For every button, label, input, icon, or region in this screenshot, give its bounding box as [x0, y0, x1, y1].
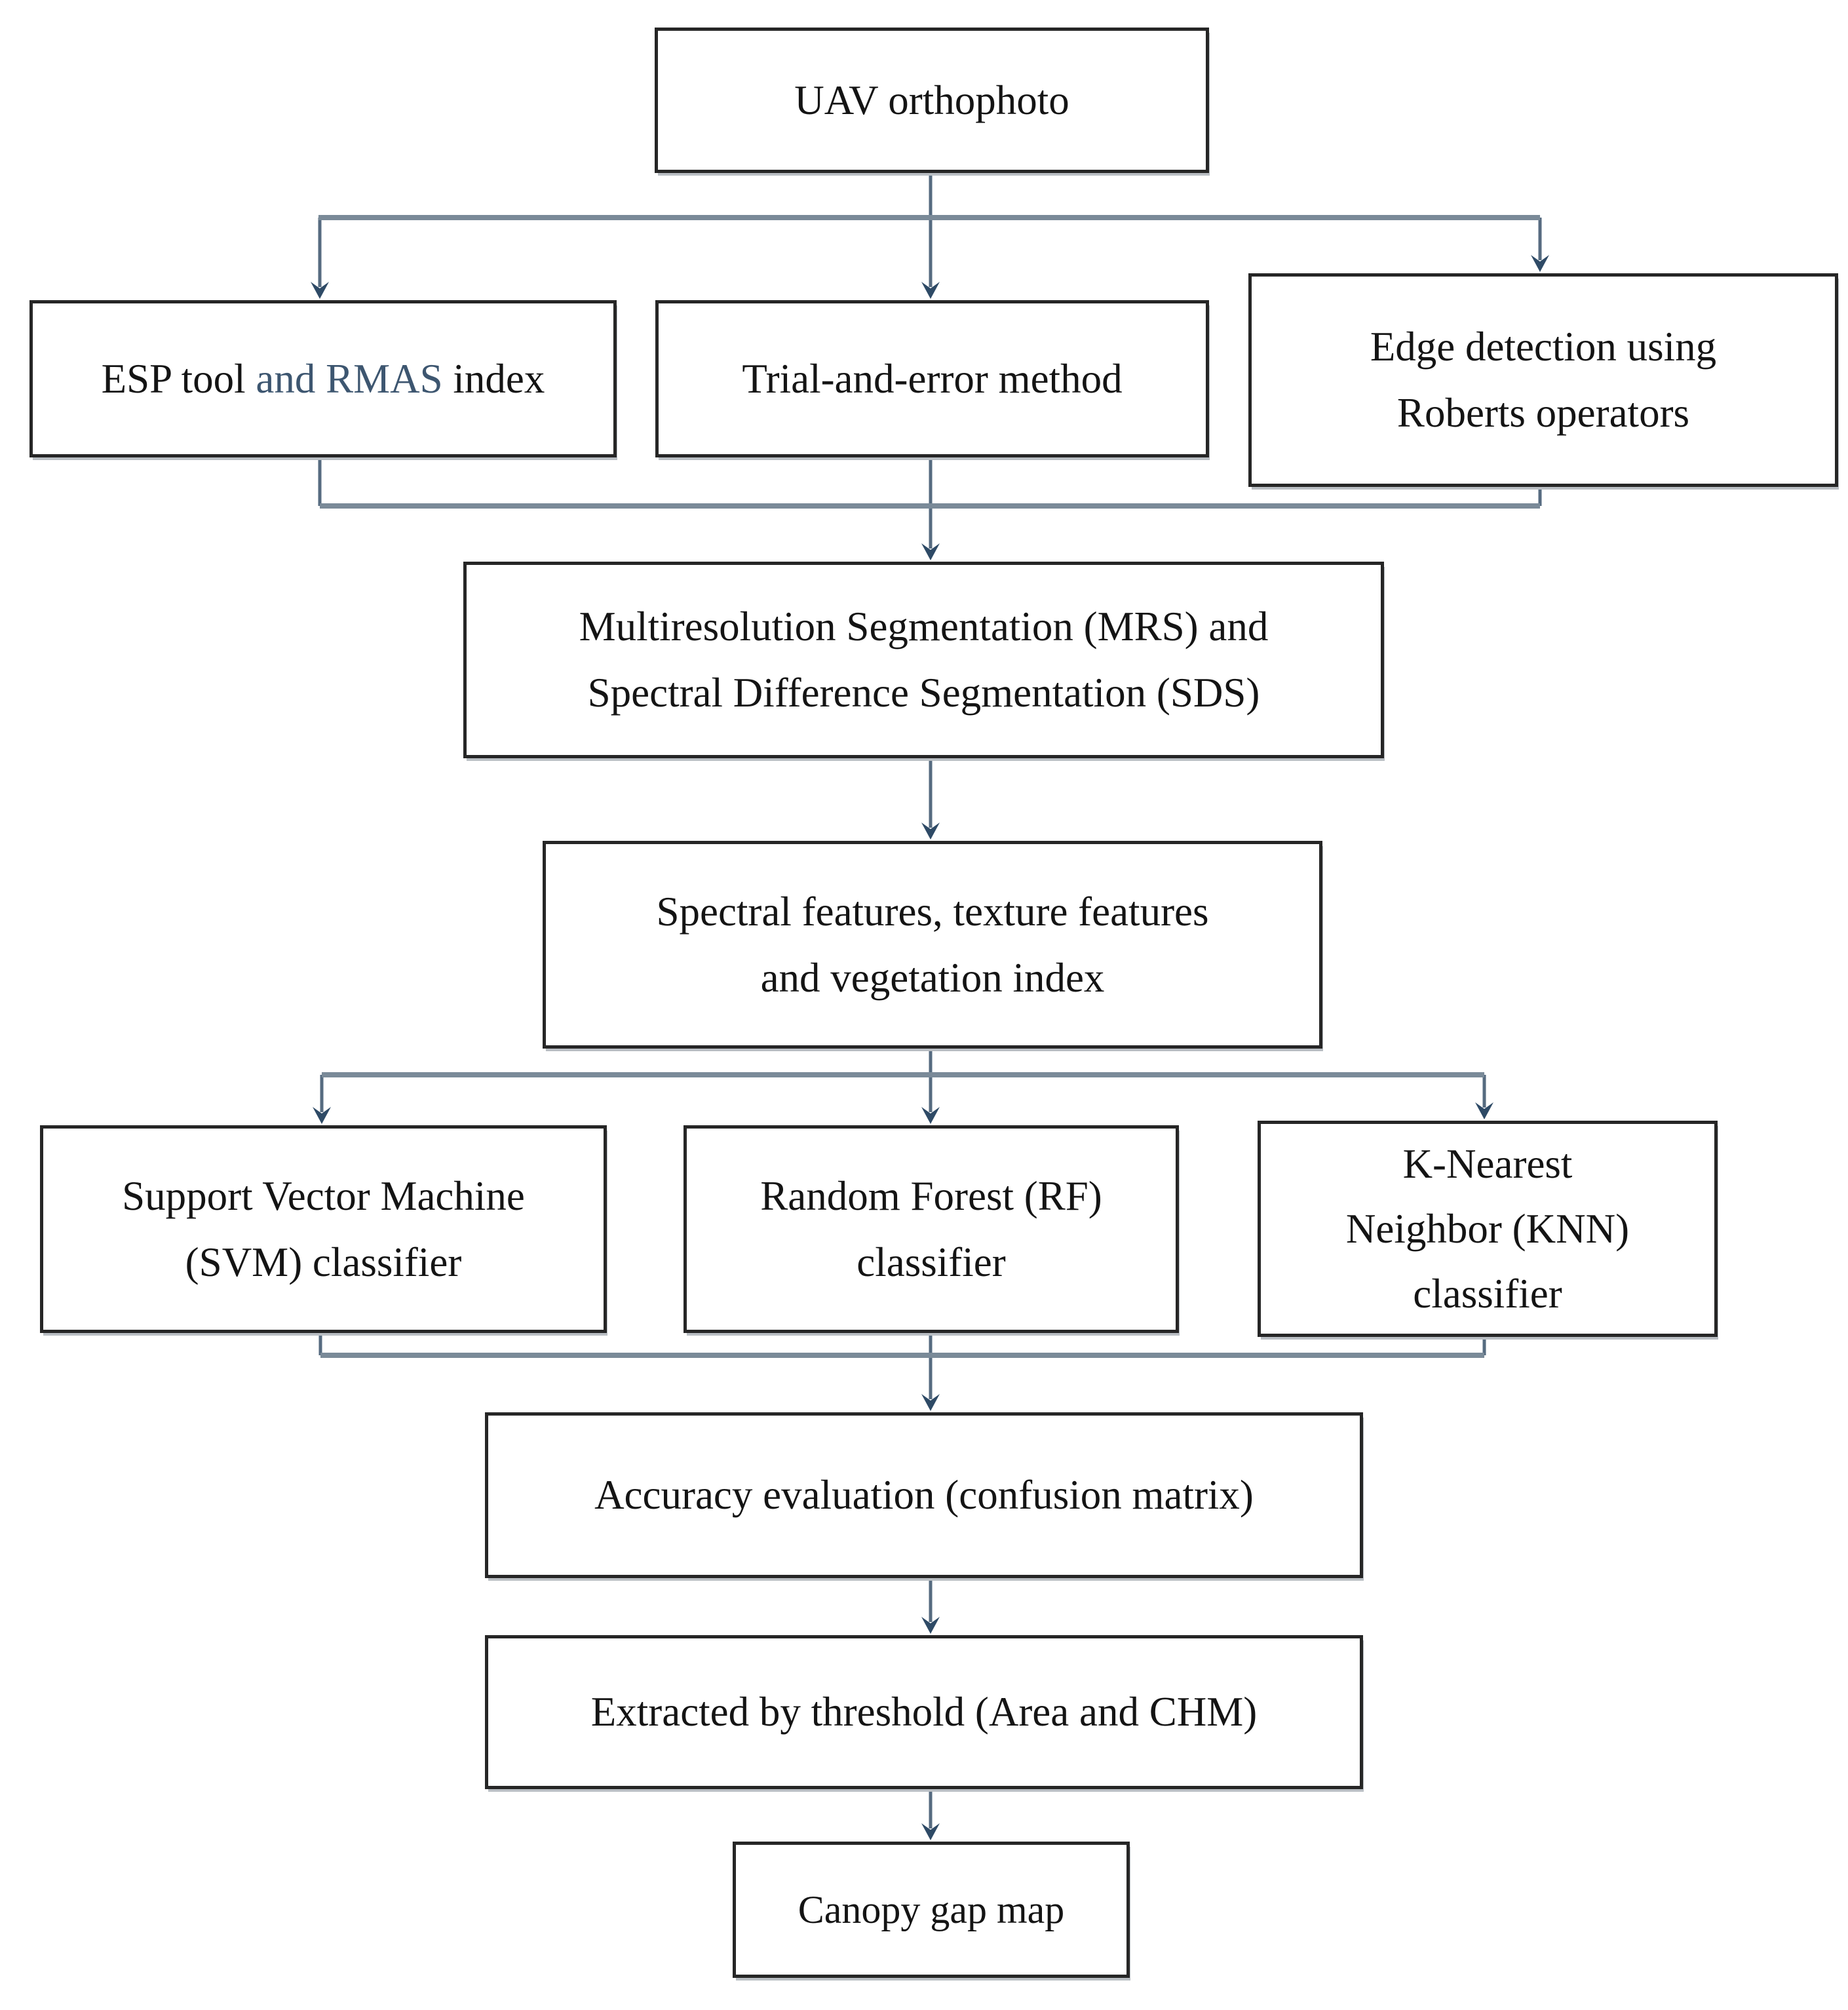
arrow-head	[921, 1394, 940, 1411]
node-label-line: Neighbor (KNN)	[1345, 1205, 1630, 1252]
connector-buses	[318, 215, 1540, 1358]
node-label: UAV orthophoto	[794, 77, 1069, 123]
node-label: ESP tool and RMAS index	[102, 346, 545, 412]
node-label-line: (SVM) classifier	[185, 1239, 462, 1285]
arrow-head	[1475, 1102, 1493, 1119]
node-label: Extracted by threshold (Area and CHM)	[590, 1689, 1258, 1735]
node-canopy-gap-map: Canopy gap map	[733, 1842, 1130, 1978]
arrow-head	[921, 543, 940, 560]
arrow-head	[921, 282, 940, 299]
arrowheads	[311, 255, 1549, 1840]
node-label-line: and vegetation index	[760, 954, 1105, 1001]
node-mrs-sds-segmentation: Multiresolution Segmentation (MRS) and S…	[463, 562, 1384, 758]
node-label-line: classifier	[1413, 1270, 1562, 1317]
arrow-head	[921, 1107, 940, 1124]
node-label-line: K-Nearest	[1402, 1140, 1573, 1187]
node-label-segment: ESP tool	[101, 355, 256, 402]
arrow-head	[921, 1617, 940, 1634]
arrow-head	[311, 282, 329, 299]
node-accuracy-evaluation: Accuracy evaluation (confusion matrix)	[485, 1412, 1363, 1578]
node-label-segment-accent: and RMAS	[256, 355, 443, 402]
node-label: Canopy gap map	[798, 1887, 1065, 1931]
node-uav-orthophoto: UAV orthophoto	[655, 28, 1209, 173]
node-label-line: classifier	[857, 1239, 1006, 1285]
node-label-line: Support Vector Machine	[122, 1172, 525, 1219]
node-label-line: Edge detection using	[1370, 324, 1717, 370]
node-label-line: Spectral Difference Segmentation (SDS)	[587, 670, 1260, 716]
node-label-line: Multiresolution Segmentation (MRS) and	[579, 604, 1269, 649]
node-label-segment: index	[442, 355, 545, 402]
node-features-vegetation-index: Spectral features, texture features and …	[543, 841, 1322, 1049]
node-edge-detection: Edge detection using Roberts operators	[1248, 273, 1838, 487]
node-svm-classifier: Support Vector Machine (SVM) classifier	[40, 1125, 607, 1333]
arrow-head	[1531, 255, 1549, 272]
node-label-line: Random Forest (RF)	[760, 1172, 1102, 1219]
node-label: Accuracy evaluation (confusion matrix)	[594, 1472, 1254, 1518]
node-label-line: Roberts operators	[1396, 390, 1690, 436]
node-label: Trial-and-error method	[742, 355, 1123, 402]
node-label-line: Spectral features, texture features	[656, 888, 1209, 935]
arrow-head	[313, 1107, 331, 1124]
node-knn-classifier: K-Nearest Neighbor (KNN) classifier	[1258, 1121, 1718, 1337]
node-rf-classifier: Random Forest (RF) classifier	[683, 1125, 1179, 1333]
node-trial-and-error: Trial-and-error method	[655, 300, 1209, 457]
arrow-head	[921, 822, 940, 840]
node-threshold-extraction: Extracted by threshold (Area and CHM)	[485, 1635, 1363, 1789]
node-esp-rmas: ESP tool and RMAS index	[29, 300, 617, 457]
arrow-head	[921, 1823, 940, 1840]
